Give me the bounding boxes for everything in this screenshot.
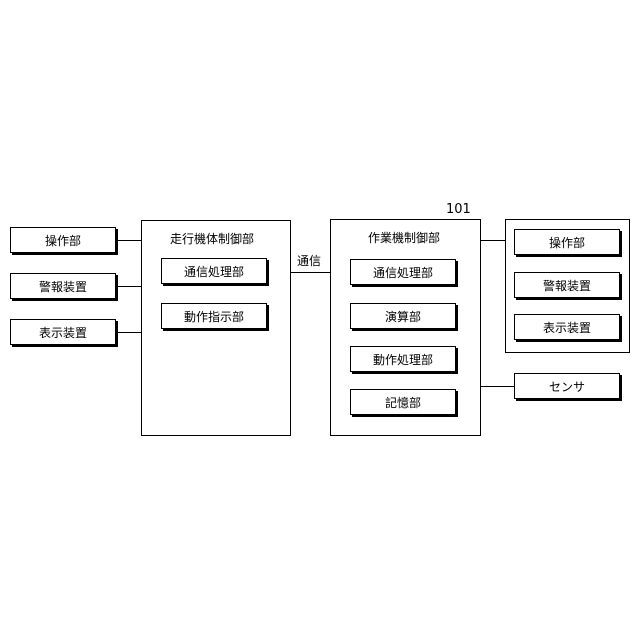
- work-machine-controller: 作業機制御部 通信処理部 演算部 動作処理部 記憶部: [330, 219, 481, 436]
- travel-comm-processor: 通信処理部: [161, 258, 267, 284]
- connector-right-group: [481, 240, 505, 241]
- reference-number: 101: [446, 202, 471, 217]
- communication-link: [291, 272, 331, 273]
- work-controller-title: 作業機制御部: [368, 229, 440, 246]
- sensor: センサ: [514, 373, 620, 399]
- connector-left-2: [118, 286, 142, 287]
- communication-label: 通信: [297, 252, 321, 269]
- work-motion-processor: 動作処理部: [350, 346, 456, 372]
- right-operation-unit: 操作部: [514, 229, 620, 255]
- left-operation-unit: 操作部: [10, 227, 116, 253]
- right-device-group: 操作部 警報装置 表示装置: [505, 219, 630, 353]
- travel-controller-title: 走行機体制御部: [170, 230, 254, 247]
- connector-left-3: [118, 332, 142, 333]
- work-comm-processor: 通信処理部: [350, 259, 456, 285]
- left-alarm-device: 警報装置: [10, 273, 116, 299]
- left-display-device: 表示装置: [10, 319, 116, 345]
- work-storage-unit: 記憶部: [350, 389, 456, 415]
- travel-motion-instructor: 動作指示部: [161, 303, 267, 329]
- work-arithmetic-unit: 演算部: [350, 303, 456, 329]
- right-display-device: 表示装置: [514, 314, 620, 340]
- connector-left-1: [118, 240, 142, 241]
- right-alarm-device: 警報装置: [514, 272, 620, 298]
- connector-sensor: [481, 386, 515, 387]
- travel-body-controller: 走行機体制御部 通信処理部 動作指示部: [141, 220, 291, 436]
